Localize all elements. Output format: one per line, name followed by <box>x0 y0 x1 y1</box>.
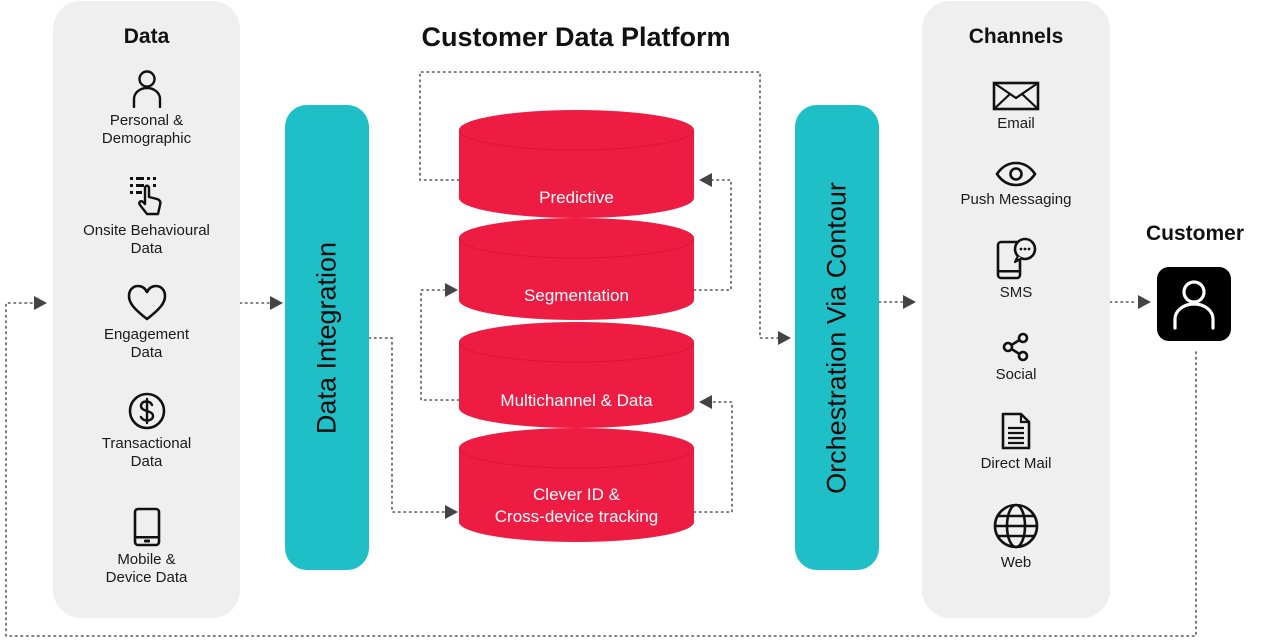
channel-item-label: Email <box>997 115 1035 132</box>
customer-avatar-icon <box>1173 280 1215 330</box>
document-icon <box>1001 412 1031 450</box>
data-item-mobile: Mobile &Device Data <box>53 507 240 587</box>
cdp-layer-label: Multichannel & Data <box>500 391 653 410</box>
cdp-cylinder <box>459 110 694 542</box>
integration-to-cylinder-line <box>368 337 447 513</box>
phone-chat-icon <box>996 237 1037 280</box>
channel-item-direct-mail: Direct Mail <box>922 411 1110 473</box>
orchestration-label: Orchestration Via Contour <box>821 181 852 494</box>
data-item-label: Mobile &Device Data <box>105 551 188 586</box>
arrowhead <box>699 395 712 409</box>
envelope-icon <box>992 81 1040 111</box>
data-integration-bar: Data Integration <box>285 105 369 570</box>
data-item-personal: Personal &Demographic <box>53 68 240 148</box>
cylinder-layer-predictive <box>459 110 694 218</box>
channel-item-social: Social <box>922 332 1110 384</box>
cylinder-layer-segmentation <box>459 218 694 320</box>
dollar-icon <box>128 392 165 430</box>
customer-title: Customer <box>1145 222 1245 245</box>
channels-panel-title: Channels <box>968 25 1064 48</box>
customer-box <box>1157 267 1231 341</box>
arrowhead <box>903 295 916 309</box>
arrowhead <box>270 296 283 310</box>
arrowhead <box>445 283 458 297</box>
orchestration-bar: Orchestration Via Contour <box>795 105 879 570</box>
globe-icon <box>993 503 1039 549</box>
person-icon <box>132 70 161 108</box>
share-icon <box>1002 332 1029 362</box>
cdp-layer-label: Predictive <box>539 188 614 207</box>
channel-item-label: Push Messaging <box>960 191 1072 208</box>
feedback-loop-line <box>5 302 1197 637</box>
channel-item-push: Push Messaging <box>922 161 1110 209</box>
arrowhead <box>445 505 458 519</box>
arrowhead <box>1138 295 1151 309</box>
channel-item-web: Web <box>922 502 1110 572</box>
data-item-label: Personal &Demographic <box>101 112 192 147</box>
multichannel-to-segmentation-line <box>420 289 460 401</box>
top-loop-line <box>419 71 780 339</box>
arrowhead <box>778 331 791 345</box>
cdp-layer-label: Segmentation <box>524 286 629 305</box>
arrowhead <box>34 296 47 310</box>
channel-item-label: SMS <box>999 284 1033 301</box>
data-panel-title: Data <box>123 25 170 48</box>
cylinder-layer-clever-id <box>459 428 694 542</box>
channels-panel: Channels Email Push Messaging SMS <box>922 1 1110 618</box>
data-integration-label: Data Integration <box>311 241 342 434</box>
channel-item-sms: SMS <box>922 236 1110 302</box>
cylinder-layer-multichannel <box>459 322 694 428</box>
arrowhead <box>699 173 712 187</box>
channel-item-label: Web <box>1000 554 1032 571</box>
heart-icon <box>127 284 166 321</box>
eye-icon <box>995 161 1037 187</box>
mobile-icon <box>133 507 160 547</box>
channel-item-label: Direct Mail <box>980 455 1052 472</box>
data-panel: Data Personal &Demographic Onsite Behavi… <box>53 1 240 618</box>
touch-icon <box>129 177 162 216</box>
page-title: Customer Data Platform <box>421 22 731 52</box>
segmentation-to-predictive-line <box>693 179 732 291</box>
cdp-layer-label: Clever ID &Cross-device tracking <box>494 485 659 526</box>
channel-item-email: Email <box>922 81 1110 133</box>
channel-item-label: Social <box>995 366 1037 383</box>
cleverid-to-multichannel-line <box>693 401 733 513</box>
